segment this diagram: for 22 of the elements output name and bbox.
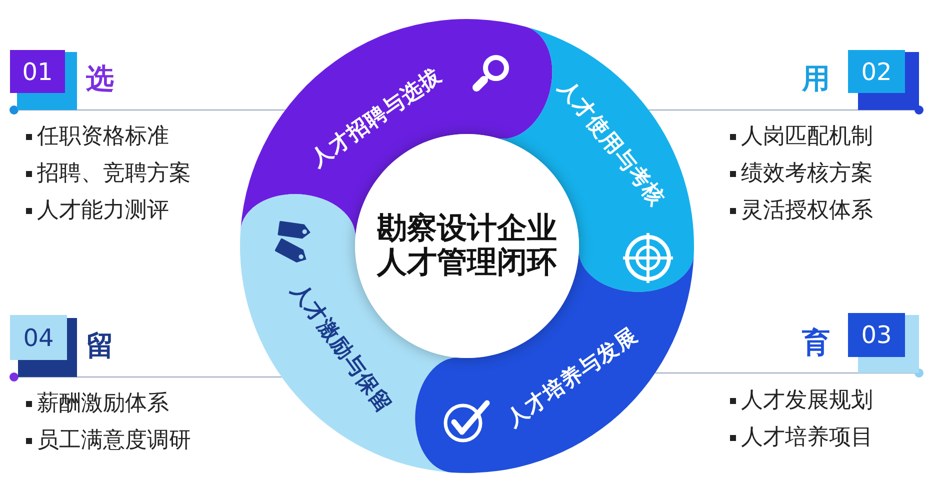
leader-line [648,106,924,114]
list-item: 绩效考核方案 [741,160,873,188]
number-badge: 01 [10,50,77,110]
list-item: 人才培养项目 [741,424,873,452]
list-item: 人才发展规划 [741,387,873,415]
number-badge: 04 [10,315,77,377]
list-item: 人才能力测评 [37,197,169,225]
list-item: 人岗匹配机制 [741,123,873,151]
panel-heading: 用 [802,62,830,96]
panel-heading: 留 [86,329,114,363]
panel-heading: 育 [802,326,830,360]
number-badge: 02 [848,50,919,110]
list-item: 灵活授权体系 [741,197,873,225]
panel-heading: 选 [86,62,114,96]
leader-line [655,368,924,378]
list-item: 任职资格标准 [37,123,169,151]
leader-line [10,372,282,382]
list-item: 薪酬激励体系 [37,390,169,418]
list-item: 员工满意度调研 [37,427,191,455]
leader-line [10,106,286,114]
number-badge: 03 [848,313,919,373]
list-item: 招聘、竞聘方案 [37,160,191,188]
